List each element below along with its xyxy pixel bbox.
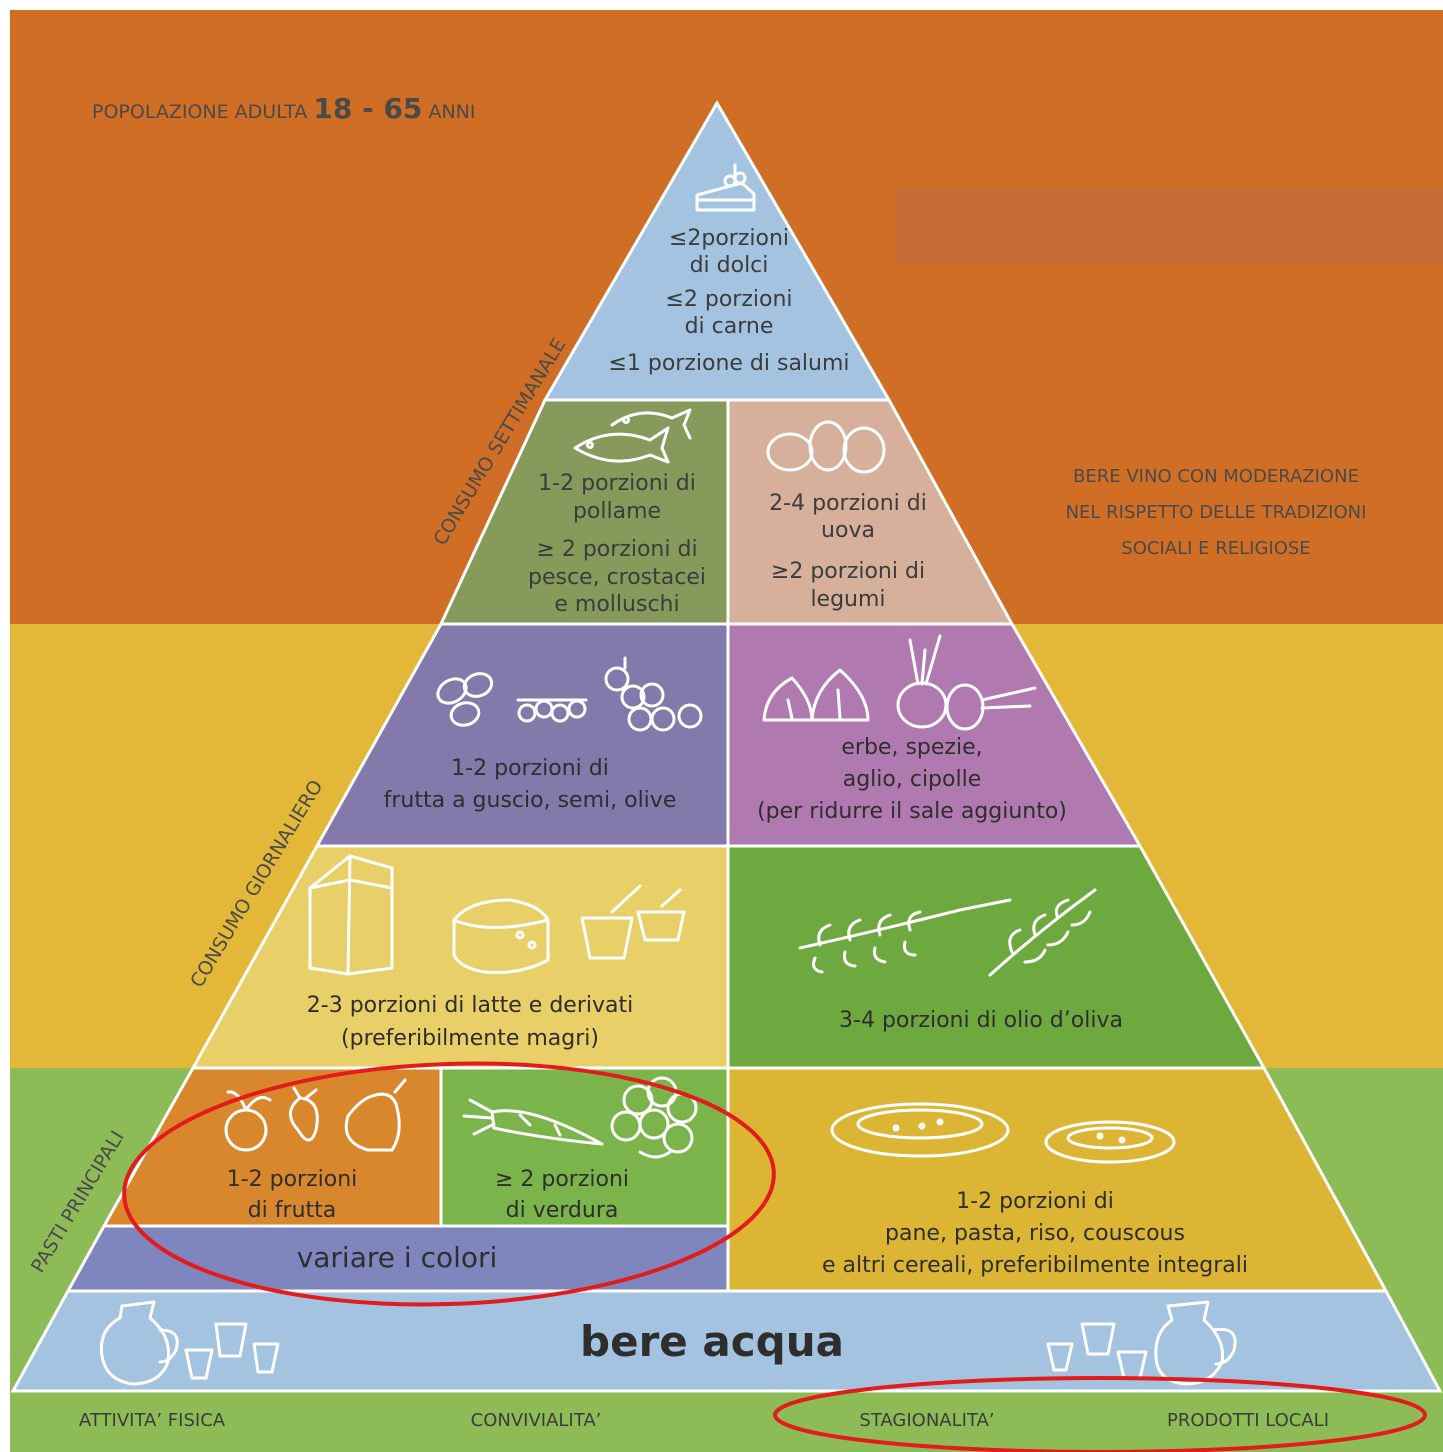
herbs-text: erbe, spezie, aglio, cipolle (per ridurr… [757, 735, 1067, 824]
svg-text:legumi: legumi [810, 587, 885, 612]
svg-text:≥ 2 porzioni: ≥ 2 porzioni [495, 1167, 629, 1192]
svg-text:2-3 porzioni di latte e deriva: 2-3 porzioni di latte e derivati [307, 993, 633, 1018]
annotation-circle-fruit-vegetables [122, 1061, 776, 1307]
poultry-fish-text: 1-2 porzioni di pollame ≥ 2 porzioni di … [528, 471, 706, 617]
svg-text:uova: uova [821, 518, 875, 543]
footer-item-conviviality: CONVIVIALITA’ [471, 1410, 602, 1431]
annotation-circle-seasonality [773, 1376, 1427, 1452]
svg-text:≤1 porzione di salumi: ≤1 porzione di salumi [608, 351, 849, 376]
footer-item-local-products: PRODOTTI LOCALI [1167, 1410, 1329, 1431]
svg-text:1-2 porzioni di: 1-2 porzioni di [956, 1189, 1114, 1214]
dairy-text: 2-3 porzioni di latte e derivati (prefer… [307, 993, 633, 1051]
cups-icon [184, 1322, 280, 1380]
svg-text:pollame: pollame [573, 499, 661, 524]
yogurt-icon [580, 884, 686, 960]
colors-band-label: variare i colori [297, 1241, 498, 1274]
carrot-icon [462, 1098, 604, 1146]
fish-icon [573, 408, 692, 464]
fruit-text: 1-2 porzioni di frutta [227, 1167, 358, 1223]
wine-note: BERE VINO CON MODERAZIONE NEL RISPETTO D… [1066, 466, 1367, 559]
onion-icon [896, 634, 1037, 731]
svg-text:1-2 porzioni: 1-2 porzioni [227, 1167, 358, 1192]
garlic-icon [762, 668, 870, 722]
footer: ATTIVITA’ FISICA CONVIVIALITA’ STAGIONAL… [79, 1410, 1329, 1431]
footer-item-activity: ATTIVITA’ FISICA [79, 1410, 226, 1431]
svg-text:pane, pasta, riso, couscous: pane, pasta, riso, couscous [885, 1221, 1185, 1246]
water-jug-icon [99, 1300, 179, 1386]
svg-text:aglio, cipolle: aglio, cipolle [843, 767, 982, 792]
cake-icon [695, 163, 756, 212]
pasta-bowl-icon [830, 1102, 1176, 1164]
svg-text:di dolci: di dolci [690, 253, 769, 278]
svg-text:1-2 porzioni di: 1-2 porzioni di [538, 471, 696, 496]
svg-text:≤2 porzioni: ≤2 porzioni [665, 287, 792, 312]
fruit-icon [224, 1078, 407, 1152]
cereals-text: 1-2 porzioni di pane, pasta, riso, cousc… [822, 1189, 1248, 1278]
footer-item-seasonality: STAGIONALITA’ [859, 1410, 994, 1431]
oil-text: 3-4 porzioni di olio d’oliva [839, 1008, 1123, 1033]
olive-branch-icon [798, 888, 1097, 977]
vegetables-text: ≥ 2 porzioni di verdura [495, 1167, 629, 1223]
redaction-patch [895, 188, 1443, 265]
svg-text:1-2 porzioni di: 1-2 porzioni di [451, 756, 609, 781]
svg-text:frutta a guscio, semi, olive: frutta a guscio, semi, olive [384, 788, 677, 813]
svg-text:≥ 2 porzioni di: ≥ 2 porzioni di [536, 537, 697, 562]
svg-text:e molluschi: e molluschi [554, 592, 679, 617]
cheese-icon [452, 898, 550, 974]
population-label: POPOLAZIONE ADULTA 18 - 65 ANNI [92, 92, 475, 125]
svg-text:NEL RISPETTO DELLE TRADIZIONI: NEL RISPETTO DELLE TRADIZIONI [1066, 502, 1367, 523]
svg-text:di carne: di carne [685, 314, 774, 339]
broccoli-icon [610, 1076, 698, 1159]
svg-text:pesce, crostacei: pesce, crostacei [528, 565, 706, 590]
milk-carton-icon [308, 854, 394, 976]
svg-text:SOCIALI E RELIGIOSE: SOCIALI E RELIGIOSE [1121, 538, 1310, 559]
tier-water [10, 1289, 1443, 1393]
svg-text:e altri cereali, preferibilmen: e altri cereali, preferibilmente integra… [822, 1253, 1248, 1278]
svg-text:erbe, spezie,: erbe, spezie, [841, 735, 982, 760]
svg-text:2-4 porzioni di: 2-4 porzioni di [769, 491, 927, 516]
olives-icon [516, 656, 703, 732]
eggs-icon [766, 420, 886, 474]
eggs-legumes-text: 2-4 porzioni di uova ≥2 porzioni di legu… [769, 491, 927, 612]
svg-text:≤2porzioni: ≤2porzioni [669, 226, 789, 251]
svg-text:(per ridurre il sale aggiunto): (per ridurre il sale aggiunto) [757, 799, 1067, 824]
svg-text:di verdura: di verdura [506, 1198, 619, 1223]
apex-text: ≤2porzioni di dolci ≤2 porzioni di carne… [608, 226, 849, 376]
water-jug-icon [1154, 1300, 1237, 1386]
svg-text:(preferibilmente magri): (preferibilmente magri) [341, 1026, 599, 1051]
svg-text:di frutta: di frutta [248, 1198, 337, 1223]
svg-text:BERE VINO CON MODERAZIONE: BERE VINO CON MODERAZIONE [1073, 466, 1359, 487]
nuts-icon [436, 672, 494, 727]
water-label: bere acqua [580, 1317, 844, 1366]
nuts-text: 1-2 porzioni di frutta a guscio, semi, o… [384, 756, 677, 813]
svg-text:≥2 porzioni di: ≥2 porzioni di [771, 559, 925, 584]
